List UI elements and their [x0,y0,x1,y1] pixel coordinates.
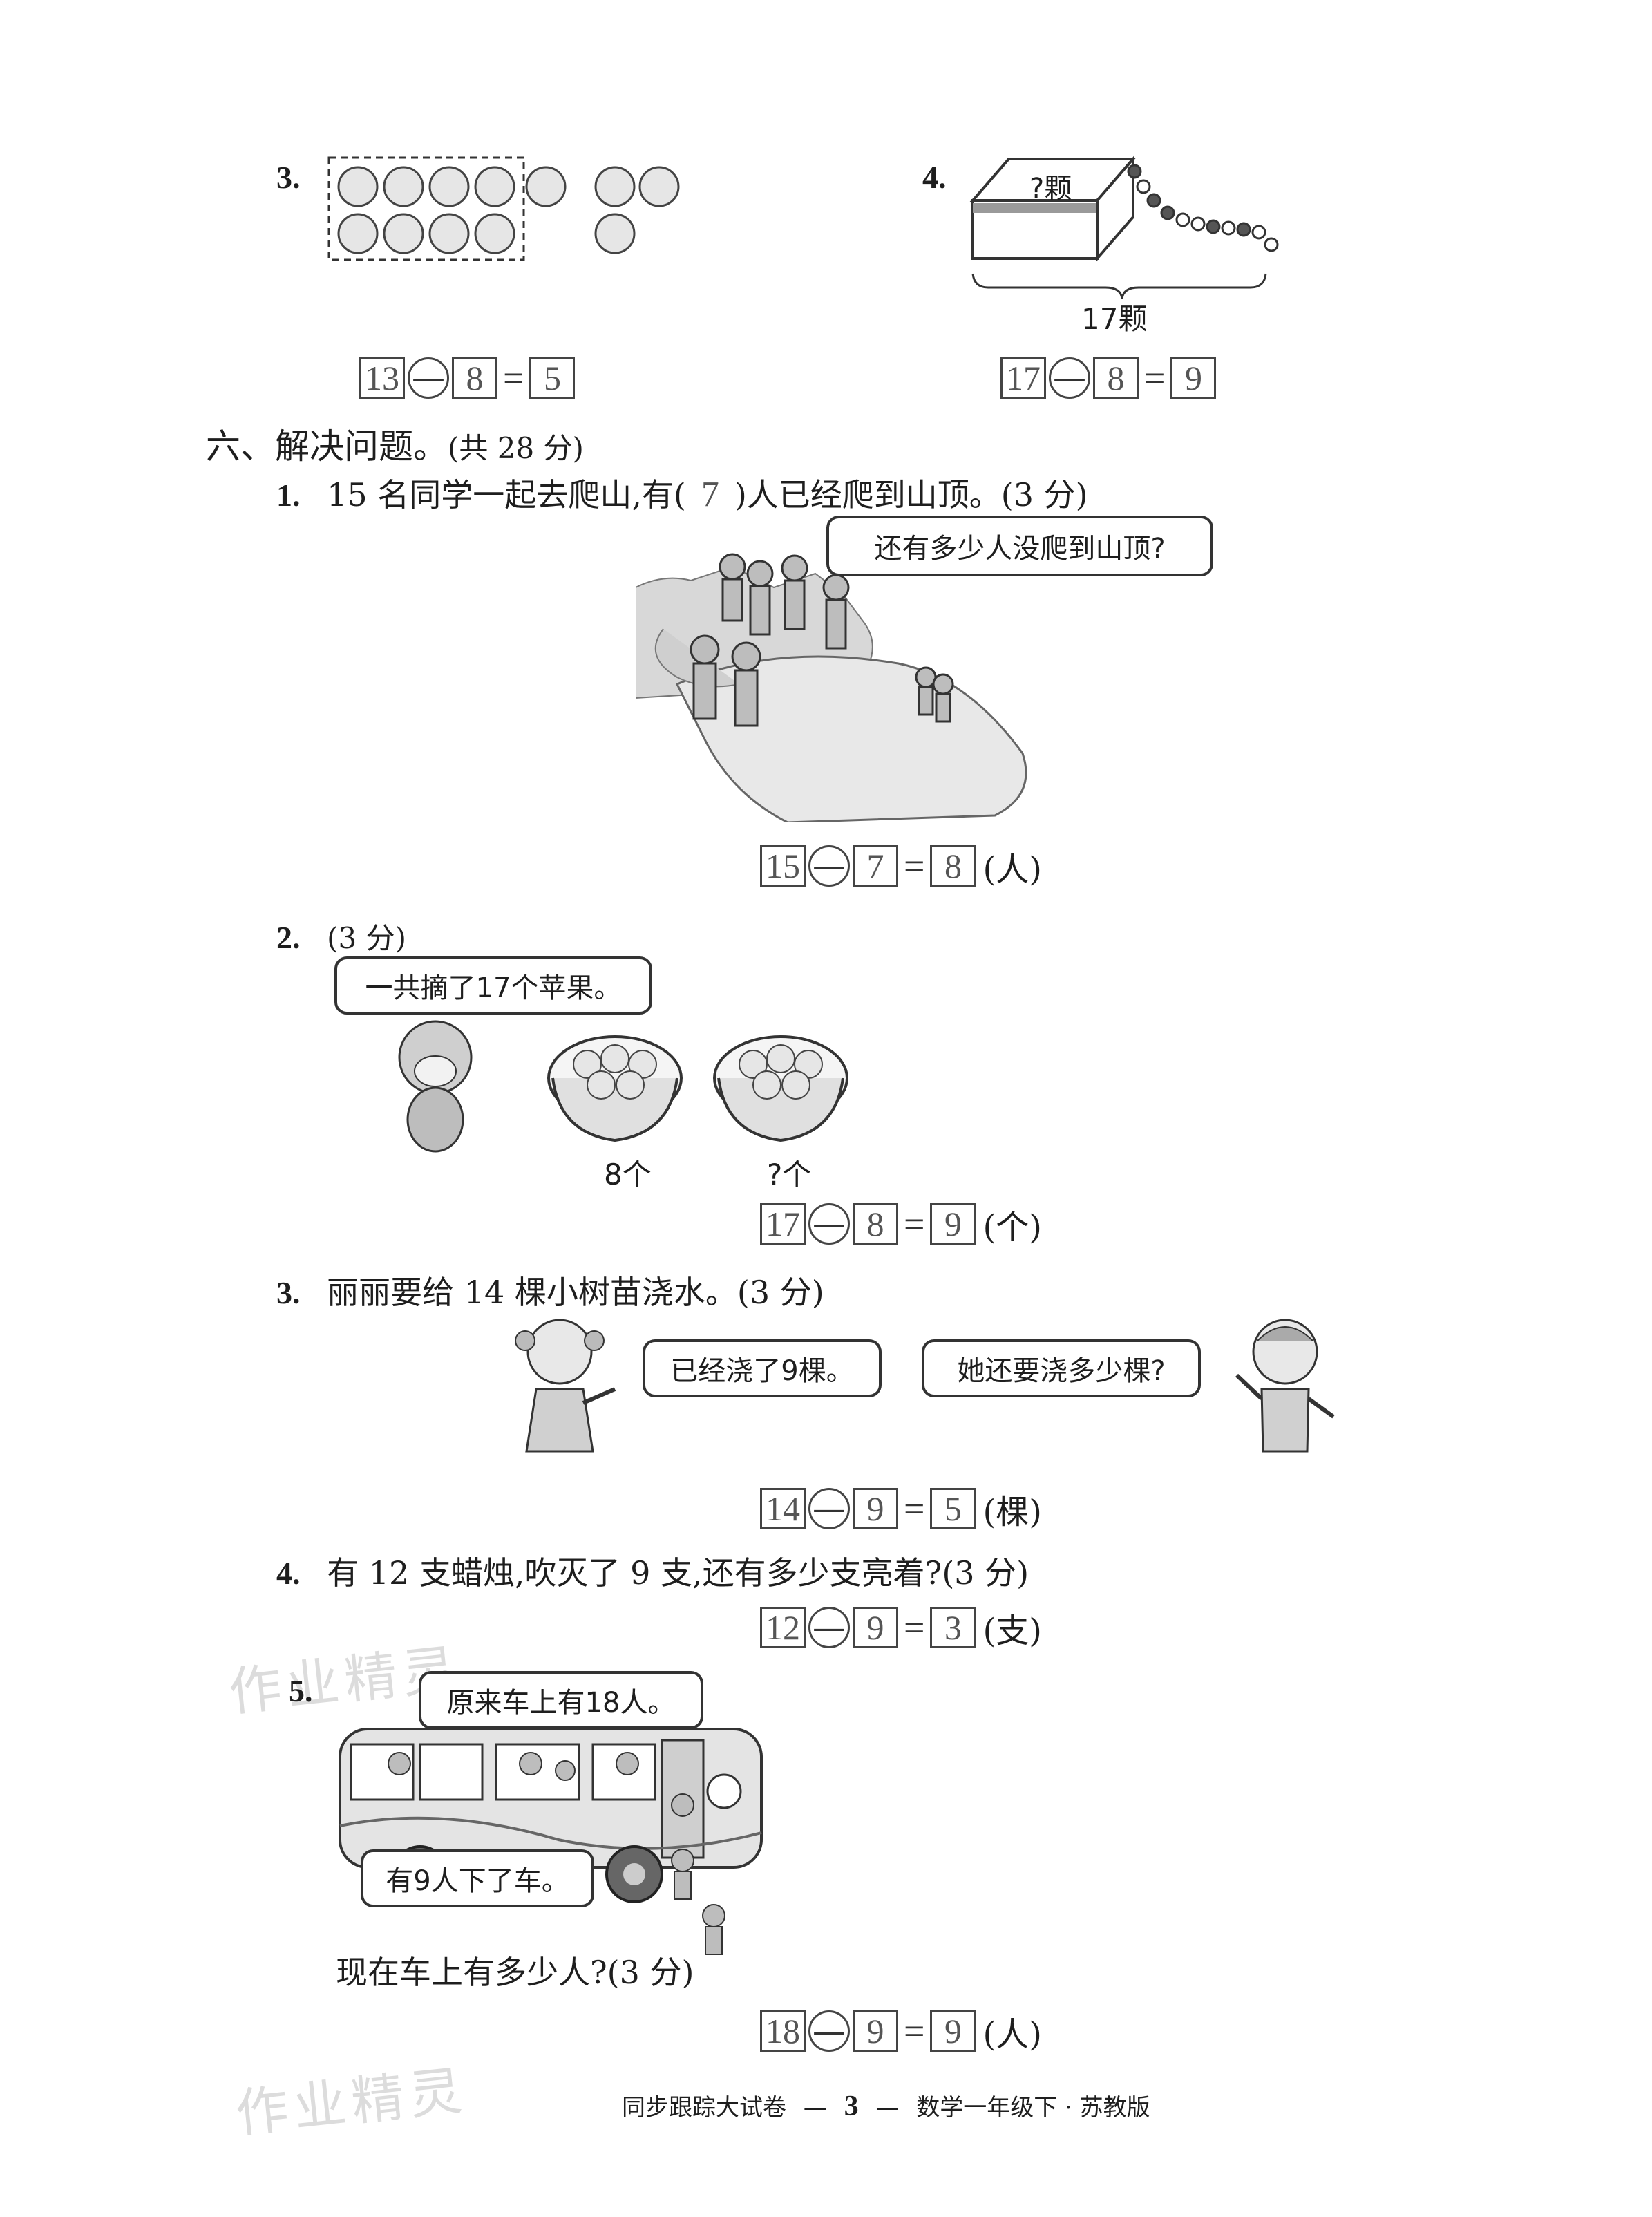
footer-dash: — [875,2094,900,2122]
equals-sign: = [904,1607,925,1648]
bus-illustration [339,1728,763,1955]
equation-q3: 14 — 9 = 5 (棵) [760,1486,1042,1531]
answer-box[interactable]: 9 [853,1607,898,1648]
answer-box[interactable]: 3 [930,1607,976,1648]
question-2: 2. (3 分) [276,915,406,957]
question-1: 1. 15 名同学一起去爬山,有( 7 )人已经爬到山顶。(3 分) [276,470,1088,516]
speech-bubble: 一共摘了17个苹果。 [334,956,652,1015]
speech-bubble: 还有多少人没爬到山顶? [826,516,1213,576]
answer-box[interactable]: 8 [1093,357,1139,399]
question-number: 1. [276,478,301,513]
answer-box[interactable]: 9 [853,1488,898,1529]
question-3: 3. 丽丽要给 14 棵小树苗浇水。(3 分) [276,1267,824,1313]
answer-box[interactable]: 14 [760,1488,806,1529]
section-points: (共 28 分) [448,431,584,465]
question-5-text: 现在车上有多少人?(3 分) [336,1954,694,1991]
footer-dash: — [803,2094,827,2122]
watermark: 作业精灵 [232,2059,471,2145]
bead-box-illustration [969,155,1279,299]
operator-circle[interactable]: — [1049,357,1090,399]
answer-box[interactable]: 8 [452,357,497,399]
question-4: 4. 有 12 支蜡烛,吹灭了 9 支,还有多少支亮着?(3 分) [276,1548,1029,1594]
equation-top-right: 17 — 8 = 9 [1000,355,1217,401]
unit-label: (人) [982,850,1042,889]
hikers-illustration [636,553,1027,822]
section-title: 六、解决问题。(共 28 分) [206,419,584,469]
question-number: 3. [276,1275,301,1310]
operator-circle[interactable]: — [808,2010,850,2052]
page-footer: 同步跟踪大试卷 — 3 — 数学一年级下 · 苏教版 [622,2088,1150,2123]
equals-sign: = [904,1203,925,1245]
question-number: 5. [289,1673,313,1708]
answer-box[interactable]: 12 [760,1607,806,1648]
equation-q4: 12 — 9 = 3 (支) [760,1605,1042,1650]
answer-box[interactable]: 13 [359,357,405,399]
operator-circle[interactable]: — [808,1203,850,1245]
speech-bubble-boy: 她还要浇多少棵? [922,1339,1201,1397]
answer-box[interactable]: 7 [853,845,898,887]
basket-1-label: 8个 [604,1158,652,1191]
answer-box[interactable]: 8 [853,1203,898,1245]
unit-label: (棵) [982,1493,1042,1531]
equation-q1: 15 — 7 = 8 (人) [760,843,1042,889]
equation-top-left: 13 — 8 = 5 [359,355,576,401]
boy-illustration [1235,1319,1335,1453]
question-text: 有 12 支蜡烛,吹灭了 9 支,还有多少支亮着?(3 分) [327,1554,1029,1592]
operator-circle[interactable]: — [408,357,449,399]
equals-sign: = [904,2010,925,2052]
question-number: 2. [276,920,301,955]
problem-number: 3. [276,160,301,195]
answer-box[interactable]: 9 [1170,357,1217,399]
box-label: ?颗 [1029,173,1072,205]
problem-number: 4. [922,160,947,195]
answer-box[interactable]: 17 [1000,357,1046,399]
footer-book-title: 同步跟踪大试卷 [622,2094,786,2122]
question-text: 15 名同学一起去爬山,有( [327,476,686,513]
question-text: )人已经爬到山顶。(3 分) [734,476,1088,513]
answer-box[interactable]: 17 [760,1203,806,1245]
equation-q2: 17 — 8 = 9 (个) [760,1201,1042,1247]
monkey-and-baskets-illustration [398,1020,848,1153]
equals-sign: = [503,357,524,399]
answer-box[interactable]: 5 [930,1488,976,1529]
speech-bubble-bottom: 有9人下了车。 [361,1849,594,1907]
operator-circle[interactable]: — [808,1488,850,1529]
operator-circle[interactable]: — [808,1607,850,1648]
equation-q5: 18 — 9 = 9 (人) [760,2008,1042,2054]
speech-bubble-top: 原来车上有18人。 [419,1671,703,1729]
unit-label: (人) [982,2015,1042,2054]
equals-sign: = [1144,357,1166,399]
equals-sign: = [904,1488,925,1529]
answer-box[interactable]: 5 [529,357,576,399]
question-text: 丽丽要给 14 棵小树苗浇水。(3 分) [327,1274,824,1311]
speech-bubble-girl: 已经浇了9棵。 [643,1339,882,1397]
question-points: (3 分) [327,921,406,955]
section-title-text: 六、解决问题。 [206,426,448,466]
total-label: 17颗 [1081,302,1148,336]
basket-2-label: ?个 [767,1158,812,1191]
page-number: 3 [844,2091,859,2122]
girl-illustration [515,1319,616,1453]
answer-box[interactable]: 8 [930,845,976,887]
answer-box[interactable]: 18 [760,2010,806,2052]
equals-sign: = [904,845,925,887]
operator-circle[interactable]: — [808,845,850,887]
apples-illustration [327,156,680,261]
footer-subject: 数学一年级下 · 苏教版 [916,2094,1150,2122]
unit-label: (个) [982,1208,1042,1247]
answer-box[interactable]: 9 [853,2010,898,2052]
unit-label: (支) [982,1612,1042,1650]
answer-box[interactable]: 9 [930,1203,976,1245]
answer-box[interactable]: 9 [930,2010,976,2052]
blank-answer[interactable]: 7 [701,475,719,514]
answer-box[interactable]: 15 [760,845,806,887]
question-number: 4. [276,1556,301,1591]
